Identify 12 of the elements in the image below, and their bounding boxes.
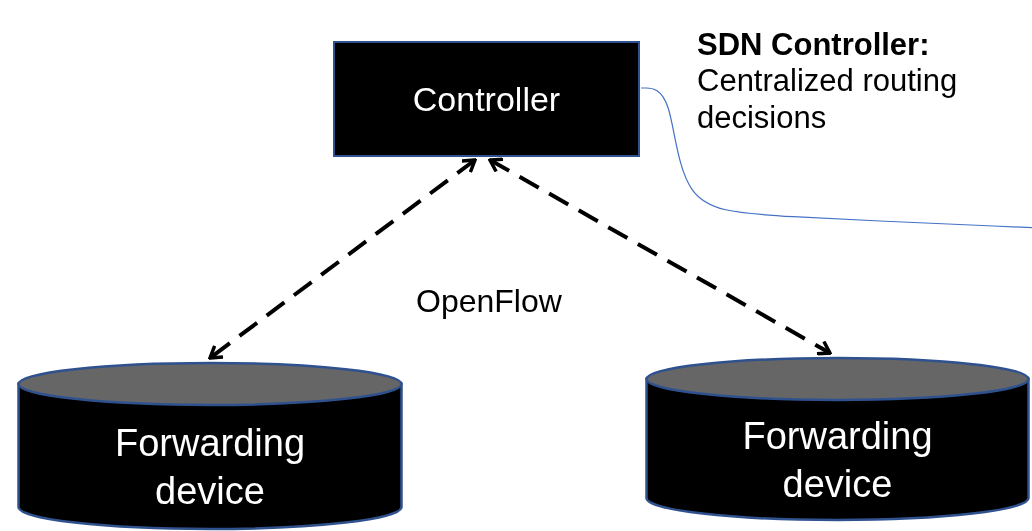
node-label: Forwarding device — [741, 414, 934, 507]
node-label: Controller — [412, 78, 561, 120]
arrow — [208, 158, 477, 360]
description-text: Centralized routing decisions — [697, 62, 959, 137]
process-box — [333, 41, 640, 157]
protocol-text: OpenFlow — [416, 282, 562, 321]
arrow — [488, 157, 832, 356]
node-label: Forwarding device — [113, 421, 307, 514]
connector-line — [640, 87, 1032, 229]
heading-text: SDN Controller: — [697, 26, 930, 64]
cylinder-node — [17, 362, 403, 529]
cylinder-node — [645, 357, 1030, 520]
